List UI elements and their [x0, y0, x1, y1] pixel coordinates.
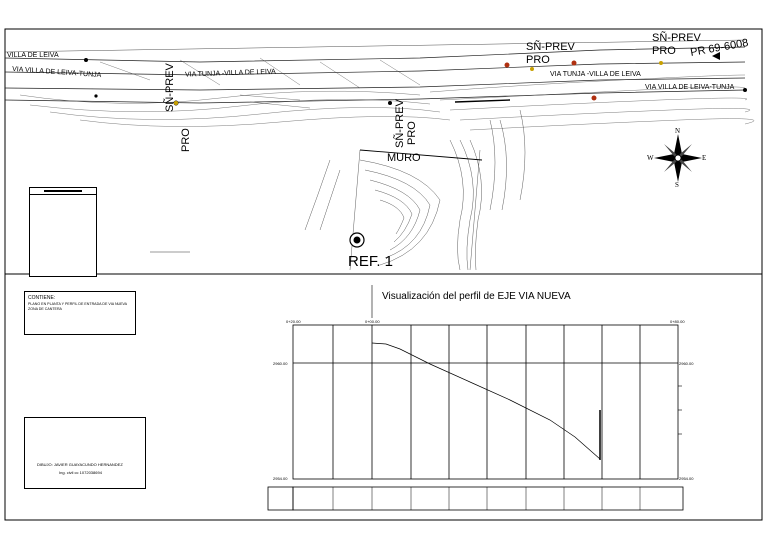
contour-lines-plan: [19, 57, 755, 131]
road-label: VIA VILLA DE LEIVA-TUNJA: [645, 84, 735, 91]
station-label: 0+00.00: [365, 319, 380, 324]
contiene-body: PLANO EN PLANTA Y PERFIL DE ENTRADA DE V…: [28, 302, 127, 311]
sign-label: SÑ-PREV: [394, 99, 406, 148]
marker-point: [743, 88, 747, 92]
road-band: [4, 39, 746, 104]
marker-point: [388, 101, 392, 105]
elevation-label: 2960.00: [679, 361, 694, 366]
pr-marker: [712, 52, 720, 60]
sign-label: SÑ-PREV: [526, 41, 575, 53]
legend-divider: [30, 194, 96, 195]
ref-label: REF. 1: [348, 253, 394, 270]
sign-marker: [571, 60, 577, 66]
muro-label: MURO: [387, 152, 421, 164]
ref-benchmark-icon: [349, 232, 365, 248]
sign-label: SÑ-PREV: [164, 63, 176, 112]
legend-box: [29, 187, 97, 277]
profile-grid: [292, 285, 679, 480]
sign-marker: [659, 61, 663, 65]
ing-label: Ing. civil cc 1072038694: [59, 470, 102, 475]
compass-rose-icon: [654, 134, 702, 182]
marker-point: [94, 94, 98, 98]
sign-label: PRO: [180, 128, 192, 152]
signature-box: DIBUJO: JAVIER GUAYACUNDO HERNANDEZ Ing.…: [24, 417, 146, 489]
elevation-label: 2954.00: [679, 476, 694, 481]
elevation-label: 2954.00: [273, 476, 288, 481]
sign-label: PRO: [406, 121, 418, 145]
profile-title: Visualización del perfil de EJE VIA NUEV…: [382, 291, 571, 302]
muro-line: [359, 149, 483, 161]
road-label: VIA TUNJA -VILLA DE LEIVA: [550, 71, 641, 78]
station-label: 0+80.00: [670, 319, 685, 324]
dibujo-label: DIBUJO: JAVIER GUAYACUNDO HERNANDEZ: [37, 462, 123, 467]
sign-label: PRO: [652, 45, 676, 57]
elevation-label: 2960.00: [273, 361, 288, 366]
compass-e: E: [702, 154, 707, 162]
sign-marker: [173, 100, 179, 106]
contiene-box: CONTIENE: PLANO EN PLANTA Y PERFIL DE EN…: [24, 291, 136, 335]
profile-right-ticks: [678, 385, 682, 435]
station-label: 0+20.00: [286, 319, 301, 324]
hill-contours: [304, 109, 526, 271]
road-label: VILLA DE LEIVA: [7, 52, 59, 59]
sign-marker: [530, 67, 534, 71]
profile-band-ticks: [332, 487, 641, 510]
sign-marker: [504, 62, 510, 68]
legend-title: [44, 190, 82, 192]
contiene-title: CONTIENE:: [28, 295, 56, 301]
marker-point: [84, 58, 88, 62]
profile-data-band: [267, 486, 684, 511]
sign-marker: [591, 95, 597, 101]
compass-s: S: [675, 181, 679, 189]
bridge-mark: [454, 99, 511, 103]
profile-line: [371, 342, 601, 460]
sign-label: SÑ-PREV: [652, 32, 701, 44]
compass-n: N: [675, 127, 681, 135]
compass-w: W: [647, 154, 654, 162]
sign-label: PRO: [526, 54, 550, 66]
